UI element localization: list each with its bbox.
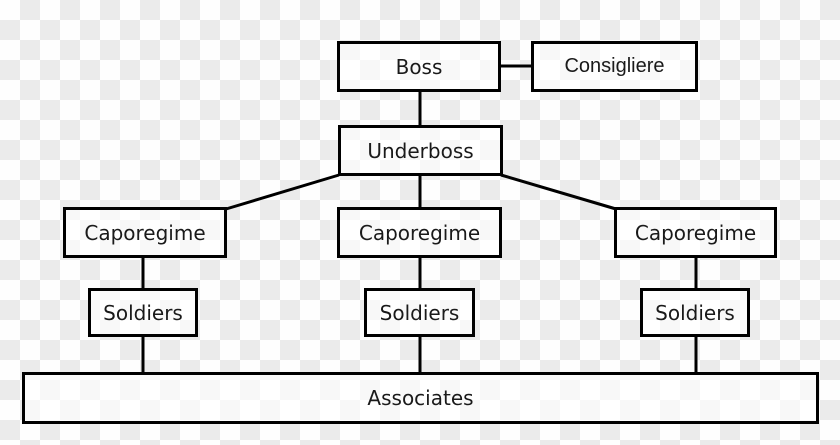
node-caporegime-right-label: Caporegime bbox=[634, 220, 757, 245]
node-soldiers-middle-label: Soldiers bbox=[379, 300, 460, 325]
node-caporegime-middle-label: Caporegime bbox=[358, 220, 481, 245]
node-underboss: Underboss bbox=[338, 125, 503, 176]
node-caporegime-left-label: Caporegime bbox=[84, 220, 206, 245]
node-underboss-label: Underboss bbox=[367, 138, 474, 163]
node-consigliere: Consigliere bbox=[531, 41, 698, 92]
node-caporegime-middle: Caporegime bbox=[337, 207, 502, 258]
node-associates: Associates bbox=[22, 372, 819, 424]
edge-underboss-caporegime-left bbox=[225, 173, 340, 211]
node-soldiers-right-label: Soldiers bbox=[655, 300, 735, 325]
edge-underboss-caporegime-right bbox=[500, 173, 617, 211]
node-boss: Boss bbox=[337, 41, 501, 92]
node-soldiers-left-label: Soldiers bbox=[103, 300, 183, 325]
node-soldiers-left: Soldiers bbox=[88, 288, 198, 337]
node-associates-label: Associates bbox=[367, 386, 474, 410]
node-caporegime-right: Caporegime bbox=[614, 207, 777, 258]
node-consigliere-label: Consigliere bbox=[564, 55, 665, 77]
node-boss-label: Boss bbox=[395, 54, 443, 79]
node-soldiers-right: Soldiers bbox=[640, 288, 750, 337]
node-soldiers-middle: Soldiers bbox=[364, 288, 475, 337]
node-caporegime-left: Caporegime bbox=[63, 207, 227, 258]
